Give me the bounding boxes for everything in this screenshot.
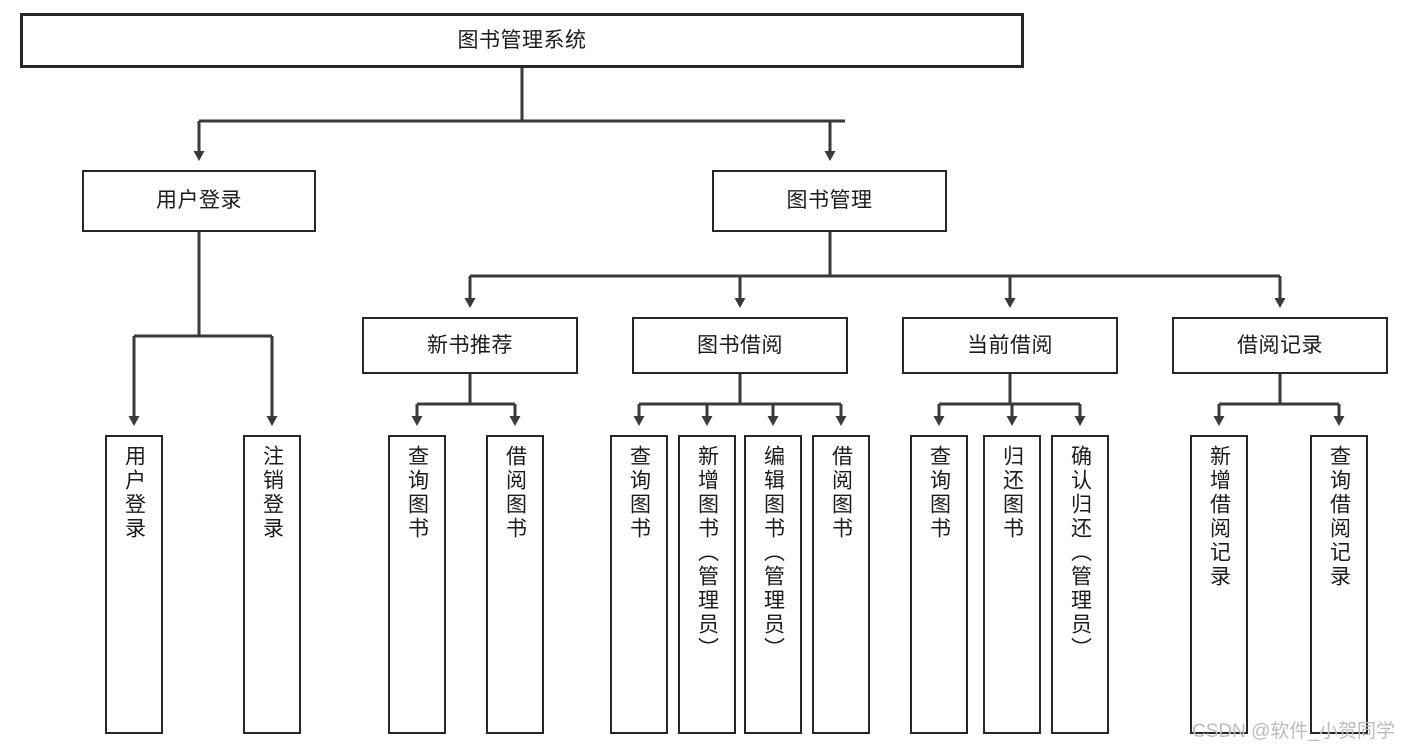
edge-new-books-to-leaves <box>411 374 521 426</box>
leaf-borrow-books[interactable]: 借阅图书 <box>812 435 870 734</box>
leaf-logout[interactable]: 注销登录 <box>243 435 301 734</box>
leaf-user-login[interactable]: 用户登录 <box>105 435 163 734</box>
node-book-borrow[interactable]: 图书借阅 <box>632 317 848 374</box>
watermark-text: CSDN @软件_小贺同学 <box>1192 721 1395 742</box>
leaf-add-borrow-record[interactable]: 新增借阅记录 <box>1190 435 1248 734</box>
node-book-borrow-label: 图书借阅 <box>697 333 783 357</box>
leaf-add-book-admin[interactable]: 新增图书（管理员） <box>678 435 736 734</box>
node-new-book-recommend[interactable]: 新书推荐 <box>362 317 578 374</box>
edge-book-mgmt-to-level3 <box>464 232 1286 308</box>
leaf-logout-label: 注销登录 <box>260 445 284 541</box>
leaf-query-borrow-record[interactable]: 查询借阅记录 <box>1310 435 1368 734</box>
leaf-confirm-return-admin[interactable]: 确认归还（管理员） <box>1051 435 1109 734</box>
leaf-query-books-new[interactable]: 查询图书 <box>388 435 446 734</box>
leaf-query-books-new-label: 查询图书 <box>405 445 429 541</box>
leaf-add-book-admin-label: 新增图书（管理员） <box>695 445 719 661</box>
node-new-book-recommend-label: 新书推荐 <box>427 333 513 357</box>
node-user-login[interactable]: 用户登录 <box>82 170 316 232</box>
node-book-management[interactable]: 图书管理 <box>712 170 947 232</box>
node-book-management-label: 图书管理 <box>786 189 873 213</box>
leaf-query-books-current-label: 查询图书 <box>927 445 951 541</box>
leaf-borrow-books-new-label: 借阅图书 <box>503 445 527 541</box>
edge-borrow-to-leaves <box>633 374 847 426</box>
leaf-query-books-borrow-label: 查询图书 <box>627 445 651 541</box>
leaf-query-books-borrow[interactable]: 查询图书 <box>610 435 668 734</box>
node-root-label: 图书管理系统 <box>457 28 587 52</box>
node-borrow-record-label: 借阅记录 <box>1237 333 1323 357</box>
edge-root-to-level2 <box>193 68 845 161</box>
node-user-login-label: 用户登录 <box>156 189 242 213</box>
leaf-borrow-books-new[interactable]: 借阅图书 <box>486 435 544 734</box>
leaf-query-borrow-record-label: 查询借阅记录 <box>1327 445 1351 589</box>
leaf-borrow-books-label: 借阅图书 <box>829 445 853 541</box>
leaf-edit-book-admin[interactable]: 编辑图书（管理员） <box>744 435 802 734</box>
node-current-borrow[interactable]: 当前借阅 <box>902 317 1118 374</box>
leaf-confirm-return-admin-label: 确认归还（管理员） <box>1068 445 1092 661</box>
edge-user-login-to-leaves <box>128 232 278 426</box>
node-borrow-record[interactable]: 借阅记录 <box>1172 317 1388 374</box>
leaf-return-books-label: 归还图书 <box>1000 445 1024 541</box>
node-current-borrow-label: 当前借阅 <box>967 333 1053 357</box>
edge-borrow-records-to-leaves <box>1213 374 1345 426</box>
leaf-edit-book-admin-label: 编辑图书（管理员） <box>761 445 785 661</box>
leaf-return-books[interactable]: 归还图书 <box>983 435 1041 734</box>
leaf-query-books-current[interactable]: 查询图书 <box>910 435 968 734</box>
leaf-add-borrow-record-label: 新增借阅记录 <box>1207 445 1231 589</box>
edge-current-borrow-to-leaves <box>933 374 1086 426</box>
leaf-user-login-label: 用户登录 <box>122 445 146 541</box>
node-root[interactable]: 图书管理系统 <box>20 13 1024 68</box>
